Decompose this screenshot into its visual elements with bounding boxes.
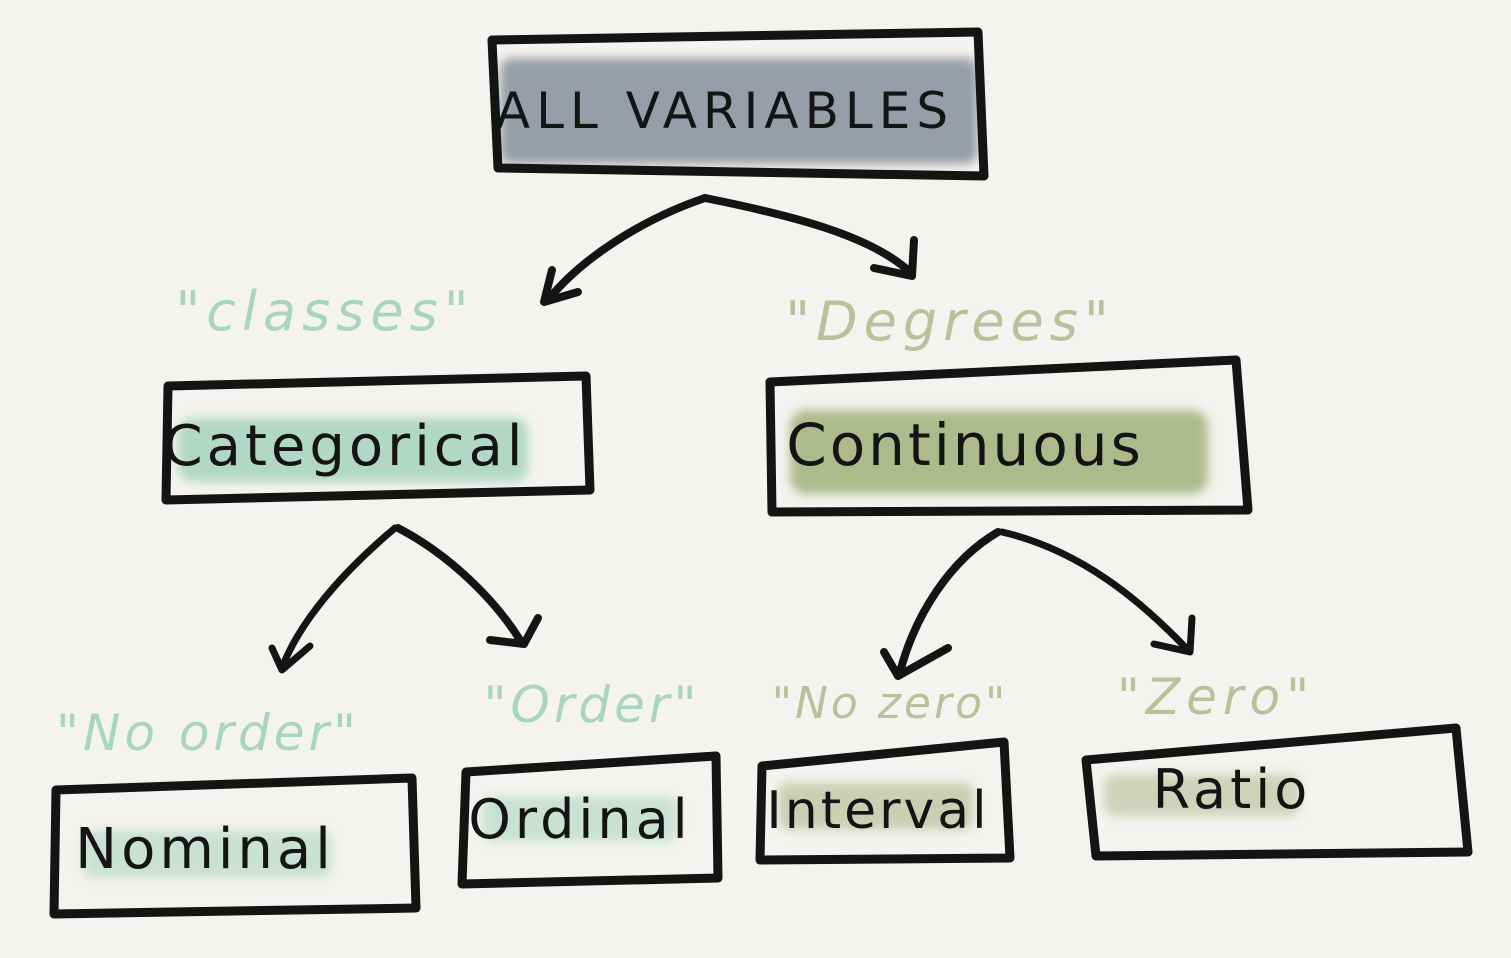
node-border	[755, 737, 1015, 865]
edge-label-classes: "classes"	[175, 280, 474, 343]
edge-categorical-to-ordinal	[394, 524, 542, 648]
edge-label-zero: "Zero"	[1117, 668, 1315, 726]
wash-olive	[1104, 774, 1300, 816]
node-label-categorical: Categorical	[164, 414, 527, 479]
node-continuous: Continuous	[765, 355, 1253, 517]
node-border	[457, 751, 723, 889]
node-border	[1081, 723, 1473, 861]
edge-label-degrees: "Degrees"	[785, 290, 1115, 353]
wash-olive	[778, 782, 974, 830]
node-border	[161, 371, 595, 505]
edge-continuous-to-ratio	[998, 528, 1196, 656]
node-all-variables: ALL VARIABLES	[487, 27, 989, 181]
edge-label-no-zero: "No zero"	[772, 678, 1008, 729]
node-label-continuous: Continuous	[786, 411, 1144, 479]
wash-gray	[500, 58, 978, 164]
node-categorical: Categorical	[161, 371, 595, 505]
node-ratio: Ratio	[1081, 723, 1473, 861]
edge-label-order: "Order"	[484, 676, 701, 734]
node-border	[487, 27, 989, 181]
edge-root-to-categorical	[540, 194, 709, 306]
wash-olive	[790, 410, 1208, 494]
node-label-interval: Interval	[766, 781, 989, 841]
node-border	[765, 355, 1253, 517]
wash-mint	[482, 796, 678, 842]
node-label-ordinal: Ordinal	[468, 788, 691, 851]
edge-continuous-to-interval	[880, 528, 1002, 680]
edge-categorical-to-nominal	[268, 524, 399, 674]
wash-mint	[82, 830, 332, 878]
node-label-all-variables: ALL VARIABLES	[496, 82, 954, 140]
node-ordinal: Ordinal	[457, 751, 723, 889]
node-border	[49, 773, 421, 919]
node-nominal: Nominal	[49, 773, 421, 919]
edge-label-no-order: "No order"	[56, 704, 360, 762]
wash-mint	[178, 418, 528, 482]
node-label-ratio: Ratio	[1153, 758, 1312, 821]
node-label-nominal: Nominal	[75, 817, 335, 882]
edge-root-to-continuous	[701, 194, 918, 280]
node-interval: Interval	[755, 737, 1015, 865]
